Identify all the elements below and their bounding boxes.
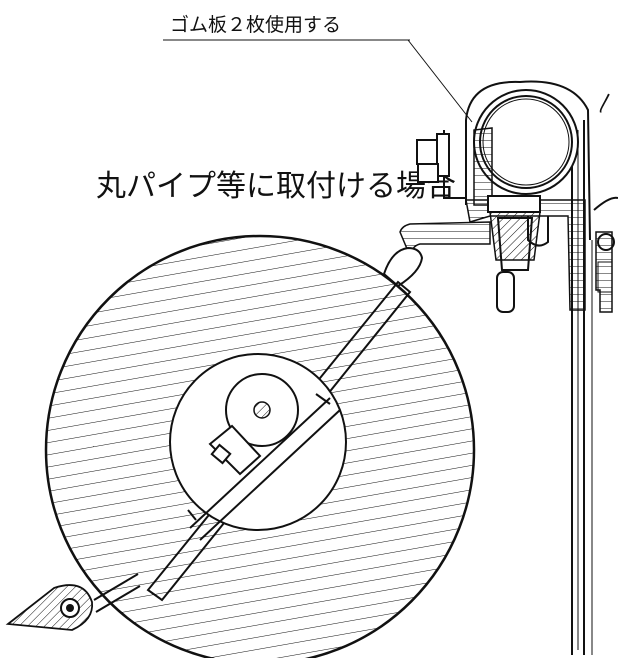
rubber-plate-callout: ゴム板２枚使用する <box>163 14 473 123</box>
support-arm <box>382 221 491 288</box>
edge-clip <box>593 196 618 313</box>
round-pipe-section <box>44 234 476 658</box>
callout-leader-line <box>407 39 473 123</box>
clamp-bracket <box>465 195 586 313</box>
rubber-plate-callout-label: ゴム板２枚使用する <box>170 14 341 36</box>
drawing-title: 丸パイプ等に取付ける場合 <box>96 169 456 204</box>
cropped-edge-mark: 〳 <box>596 91 616 115</box>
lower-fitting <box>5 573 141 631</box>
